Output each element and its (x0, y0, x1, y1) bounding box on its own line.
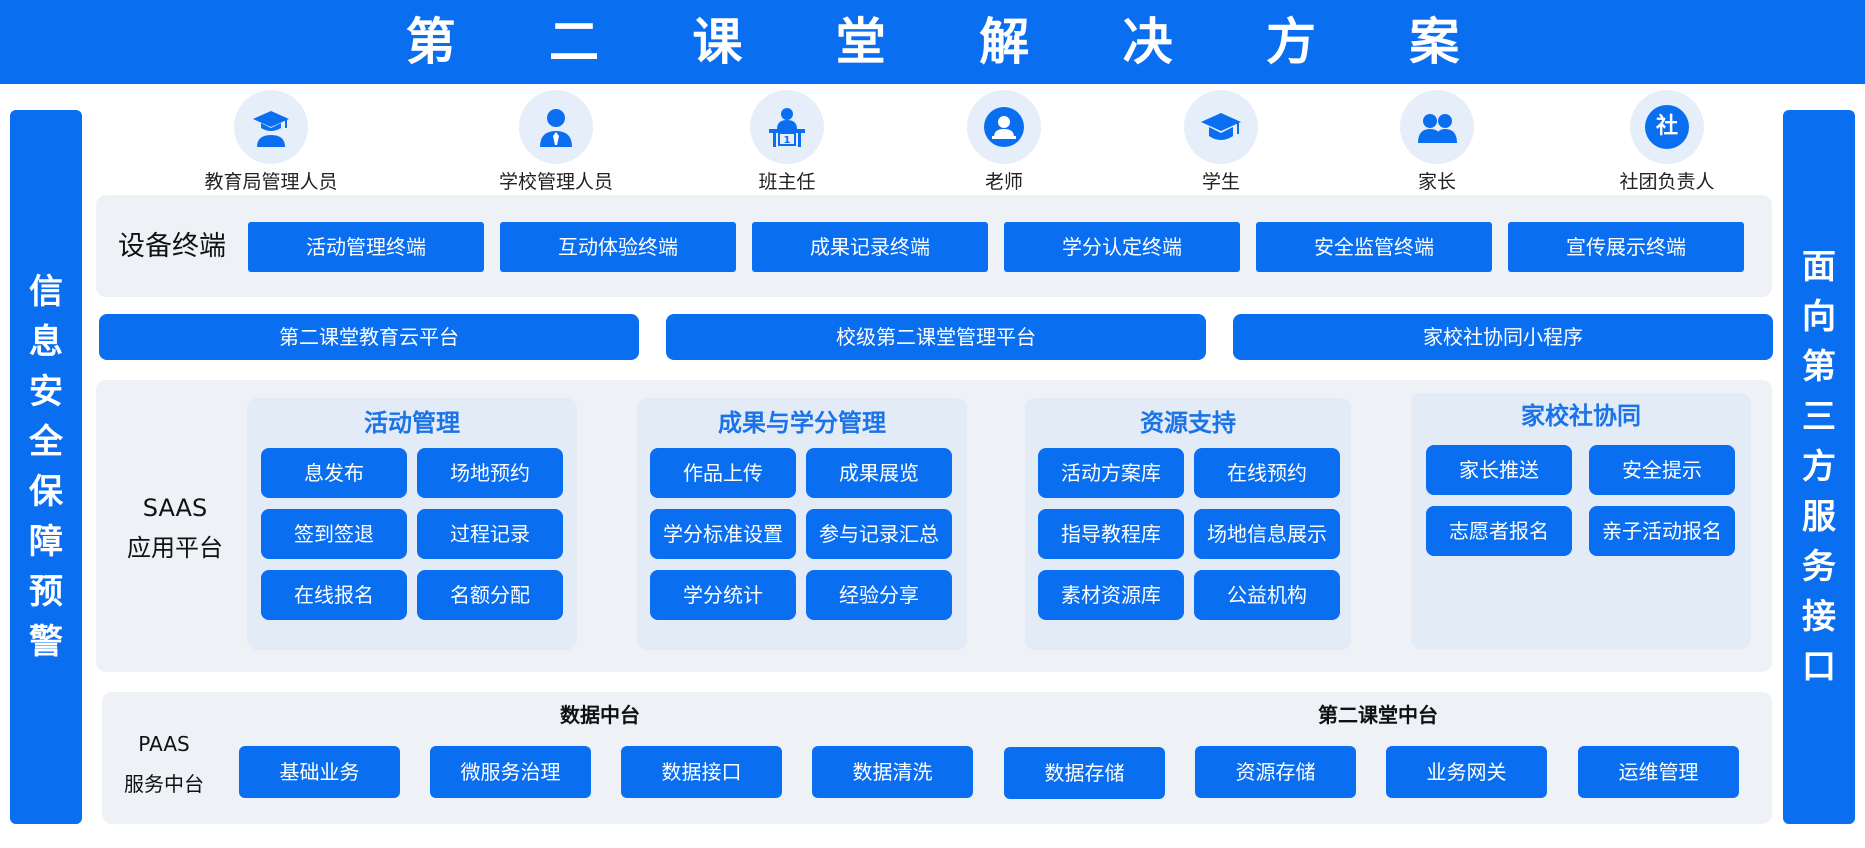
paas-header-second-classroom: 第二课堂中台 (1318, 703, 1438, 727)
terminal-publicity-display[interactable]: 宣传展示终端 (1508, 222, 1744, 272)
teacher-desk-icon: 1 (750, 90, 824, 164)
platform-education-cloud[interactable]: 第二课堂教育云平台 (99, 314, 639, 360)
paas-item[interactable]: 数据接口 (621, 746, 782, 798)
role-student: 学生 (1121, 90, 1321, 200)
role-label: 家长 (1417, 171, 1456, 193)
paas-item[interactable]: 数据存储 (1004, 747, 1165, 799)
role-school-admin: 学校管理人员 (456, 90, 656, 200)
role-teacher: 老师 (904, 90, 1104, 200)
paas-header-data: 数据中台 (560, 703, 640, 727)
role-label: 班主任 (758, 171, 816, 193)
role-label: 老师 (984, 171, 1023, 193)
saas-item[interactable]: 名额分配 (417, 570, 563, 620)
person-tie-icon (519, 90, 593, 164)
paas-item[interactable]: 资源存储 (1195, 746, 1356, 798)
paas-item[interactable]: 微服务治理 (430, 746, 591, 798)
saas-item[interactable]: 过程记录 (417, 509, 563, 559)
role-label: 学生 (1201, 171, 1240, 193)
paas-item[interactable]: 业务网关 (1386, 746, 1547, 798)
role-head-teacher: 1 班主任 (687, 90, 887, 200)
saas-item[interactable]: 家长推送 (1426, 445, 1572, 495)
terminal-achievement-record[interactable]: 成果记录终端 (752, 222, 988, 272)
role-label: 学校管理人员 (498, 171, 613, 193)
saas-item[interactable]: 场地信息展示 (1194, 509, 1340, 559)
saas-item[interactable]: 学分统计 (650, 570, 796, 620)
role-label: 社团负责人 (1619, 171, 1715, 193)
group-title: 资源支持 (1140, 409, 1236, 437)
terminal-credit-certification[interactable]: 学分认定终端 (1004, 222, 1240, 272)
saas-item[interactable]: 志愿者报名 (1426, 506, 1572, 556)
right-pillar: 面向第三方服务接口 (1783, 110, 1855, 824)
club-icon-glyph: 社 (1655, 114, 1678, 139)
saas-item[interactable]: 学分标准设置 (650, 509, 796, 559)
group-title: 家校社协同 (1521, 402, 1641, 430)
group-title: 活动管理 (364, 409, 460, 437)
saas-item[interactable]: 素材资源库 (1038, 570, 1184, 620)
saas-label-line2: 应用平台 (127, 534, 223, 562)
saas-item[interactable]: 在线报名 (261, 570, 407, 620)
terminal-activity-management[interactable]: 活动管理终端 (248, 222, 484, 272)
saas-item[interactable]: 经验分享 (806, 570, 952, 620)
saas-item[interactable]: 息发布 (261, 448, 407, 498)
platform-school-management[interactable]: 校级第二课堂管理平台 (666, 314, 1206, 360)
right-pillar-text: 面向第三方服务接口 (1802, 247, 1836, 687)
terminal-safety-supervision[interactable]: 安全监管终端 (1256, 222, 1492, 272)
teacher-icon (967, 90, 1041, 164)
graduation-cap-icon (1184, 90, 1258, 164)
saas-item[interactable]: 活动方案库 (1038, 448, 1184, 498)
platform-mini-program[interactable]: 家校社协同小程序 (1233, 314, 1773, 360)
page-title: 第 二 课 堂 解 决 方 案 (405, 13, 1498, 71)
paas-item[interactable]: 数据清洗 (812, 746, 973, 798)
paas-label: PAAS 服务中台 (112, 724, 216, 804)
group-resource-support: 资源支持 活动方案库 在线预约 指导教程库 场地信息展示 素材资源库 公益机构 (1025, 398, 1351, 650)
group-home-school-community: 家校社协同 家长推送 安全提示 志愿者报名 亲子活动报名 (1411, 393, 1751, 649)
saas-label: SAAS 应用平台 (110, 488, 240, 568)
role-parents: 家长 (1337, 90, 1537, 200)
saas-label-line1: SAAS (142, 494, 208, 522)
club-icon: 社 (1630, 90, 1704, 164)
left-pillar: 信息安全 保障预警 (10, 110, 82, 824)
paas-item[interactable]: 基础业务 (239, 746, 400, 798)
group-title: 成果与学分管理 (718, 409, 886, 437)
saas-item[interactable]: 亲子活动报名 (1589, 506, 1735, 556)
saas-item[interactable]: 参与记录汇总 (806, 509, 952, 559)
device-terminal-label: 设备终端 (118, 231, 226, 262)
parents-icon (1400, 90, 1474, 164)
group-achievement-credit: 成果与学分管理 作品上传 成果展览 学分标准设置 参与记录汇总 学分统计 经验分… (637, 398, 967, 650)
saas-item[interactable]: 安全提示 (1589, 445, 1735, 495)
paas-label-line1: PAAS (138, 732, 190, 756)
saas-item[interactable]: 指导教程库 (1038, 509, 1184, 559)
saas-item[interactable]: 签到签退 (261, 509, 407, 559)
mortarboard-person-icon (234, 90, 308, 164)
saas-item[interactable]: 场地预约 (417, 448, 563, 498)
svg-text:1: 1 (784, 135, 791, 146)
paas-label-line2: 服务中台 (124, 772, 204, 796)
header-bar (0, 0, 1865, 84)
paas-item[interactable]: 运维管理 (1578, 746, 1739, 798)
role-club-leader: 社 社团负责人 (1567, 90, 1767, 200)
saas-item[interactable]: 在线预约 (1194, 448, 1340, 498)
saas-item[interactable]: 成果展览 (806, 448, 952, 498)
terminal-interactive-experience[interactable]: 互动体验终端 (500, 222, 736, 272)
role-label: 教育局管理人员 (204, 171, 338, 193)
role-education-bureau: 教育局管理人员 (171, 90, 371, 200)
group-activity-management: 活动管理 息发布 场地预约 签到签退 过程记录 在线报名 名额分配 (247, 398, 577, 650)
saas-item[interactable]: 公益机构 (1194, 570, 1340, 620)
left-pillar-text: 信息安全 保障预警 (29, 272, 63, 662)
saas-item[interactable]: 作品上传 (650, 448, 796, 498)
